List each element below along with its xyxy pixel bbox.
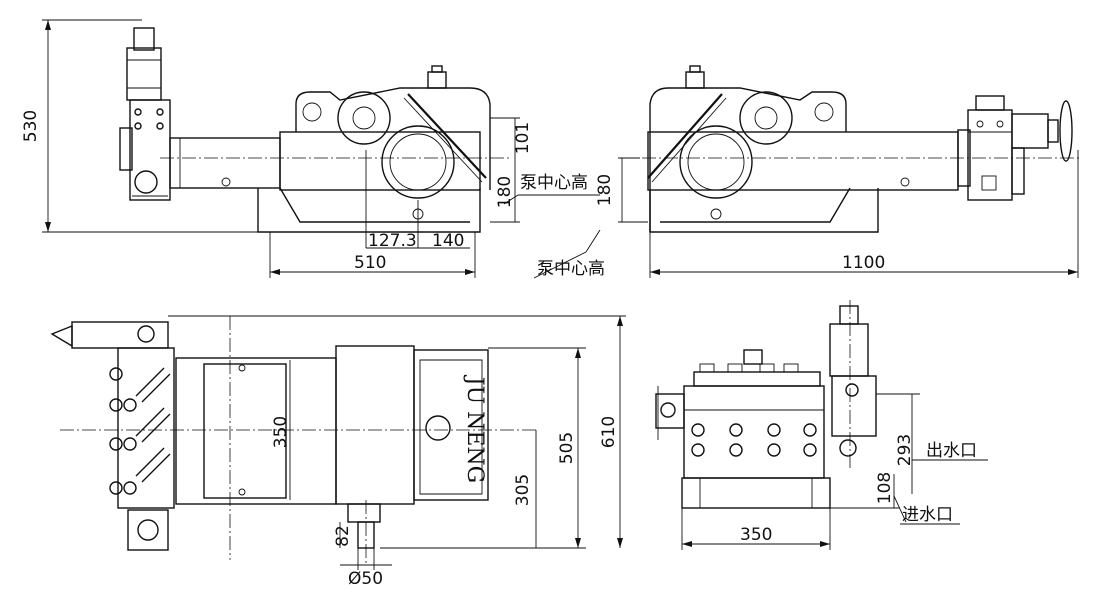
dim-1100: 1100 bbox=[842, 253, 885, 273]
label-water-inlet: 进水口 bbox=[902, 505, 953, 525]
dim-305: 305 bbox=[513, 474, 533, 506]
dim-510: 510 bbox=[354, 253, 386, 273]
dim-127-3: 127.3 bbox=[368, 231, 417, 251]
dim-82: 82 bbox=[333, 525, 353, 547]
front-view-left: 530 bbox=[21, 19, 600, 278]
dim-505: 505 bbox=[557, 432, 577, 464]
front-view-right: 180 泵中心高 1100 bbox=[533, 65, 1080, 279]
brand-logo-text: JU NENG bbox=[462, 375, 487, 484]
dim-610: 610 bbox=[599, 416, 619, 448]
valve-bolts bbox=[109, 367, 137, 495]
dim-530: 530 bbox=[21, 110, 41, 142]
dim-diameter-50: Ø50 bbox=[348, 569, 383, 589]
label-pump-center-height-1: 泵中心高 bbox=[520, 173, 588, 193]
top-view: JU NENG 350 505 610 305 82 Ø50 bbox=[50, 315, 626, 589]
dim-180-right: 180 bbox=[595, 174, 615, 206]
dim-108: 108 bbox=[875, 472, 895, 504]
side-view: 293 出水口 108 进水口 350 bbox=[655, 300, 988, 550]
manifold-bolts bbox=[691, 423, 817, 457]
dim-101: 101 bbox=[513, 122, 533, 154]
label-pump-center-height-2: 泵中心高 bbox=[537, 259, 605, 279]
dim-350-side: 350 bbox=[740, 525, 772, 545]
label-water-outlet: 出水口 bbox=[926, 441, 977, 461]
dim-350-plan: 350 bbox=[271, 416, 291, 448]
dim-293: 293 bbox=[895, 434, 915, 466]
dim-140: 140 bbox=[432, 231, 464, 251]
